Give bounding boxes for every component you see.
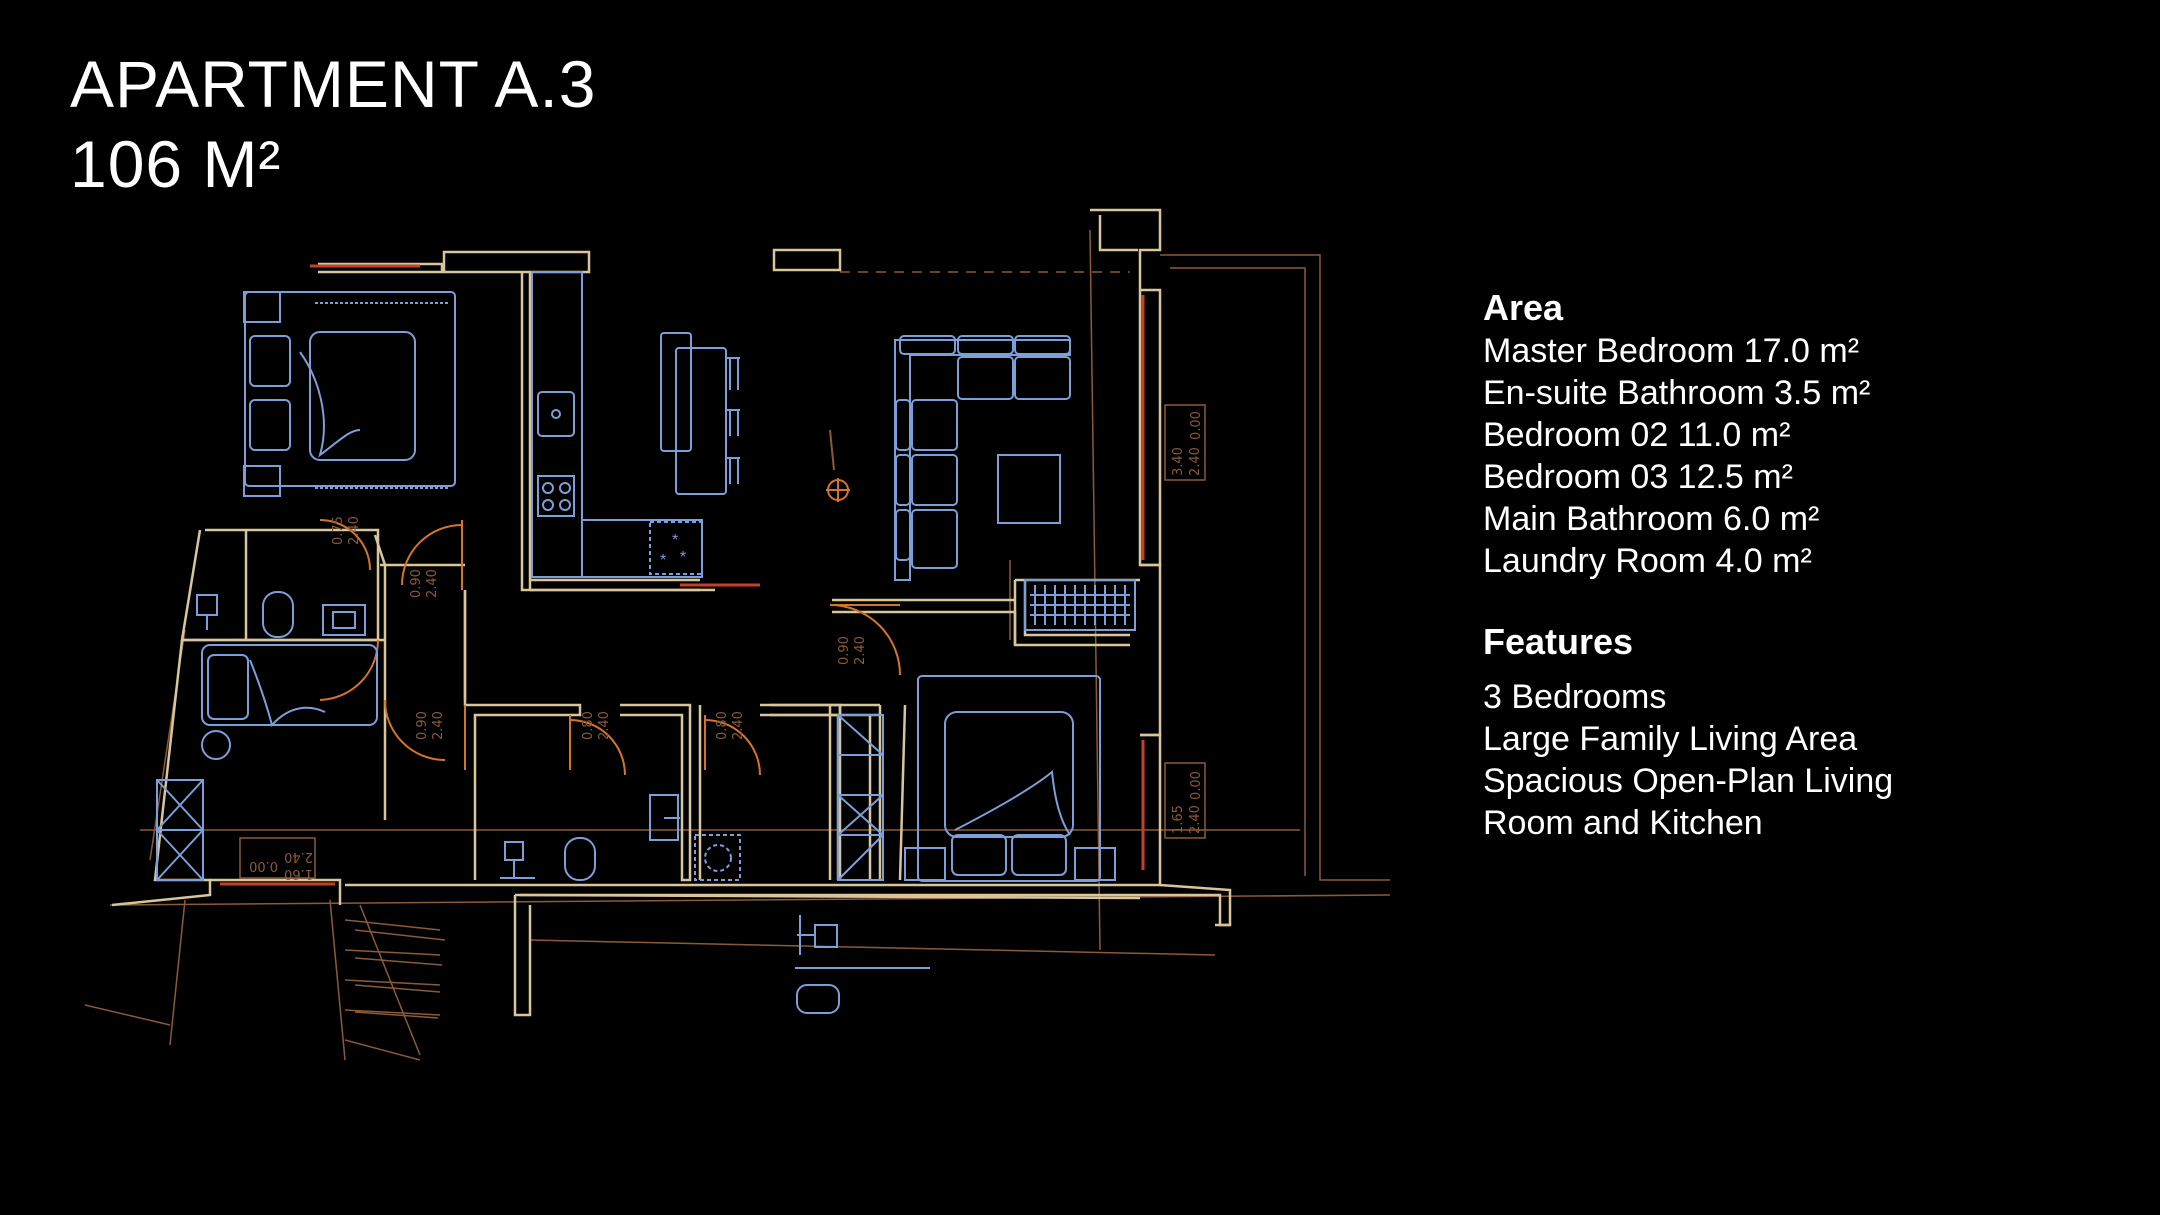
main-bathroom-fixtures xyxy=(500,794,741,881)
sofa xyxy=(894,335,1071,581)
exterior-wc xyxy=(795,915,930,1014)
area-item-laundry-room: Laundry Room 4.0 m² xyxy=(1483,542,1812,580)
door-b-height: 2.40 xyxy=(425,569,440,598)
info-panel: Area Master Bedroom 17.0 m² En-suite Bat… xyxy=(1483,286,2123,844)
door-b-width: 0.90 xyxy=(409,569,424,598)
window-2-width: 1.65 xyxy=(1171,805,1186,834)
area-heading: Area xyxy=(1483,287,1564,328)
apartment-size: 106 M² xyxy=(70,127,282,201)
furniture: * * * xyxy=(156,271,1136,1014)
feature-item-living-area: Large Family Living Area xyxy=(1483,720,1858,758)
window-1-height: 2.40 xyxy=(1188,447,1203,476)
apartment-title: APARTMENT A.3 xyxy=(70,47,597,121)
laundry-shelves xyxy=(156,779,204,881)
door-f-width: 0.80 xyxy=(715,711,730,740)
feature-item-kitchen: Room and Kitchen xyxy=(1483,804,1763,842)
kitchen-counter: * * * xyxy=(531,271,703,578)
features-heading: Features xyxy=(1483,621,1634,662)
balcony-steps xyxy=(354,904,446,1056)
window-3-width: 1.60 xyxy=(284,866,313,881)
window-3-height: 2.40 xyxy=(284,849,313,864)
hall-closet xyxy=(837,714,884,881)
door-a-height: 2.40 xyxy=(347,516,362,545)
area-item-bedroom-02: Bedroom 02 11.0 m² xyxy=(1483,416,1791,454)
doors xyxy=(319,519,901,776)
window-2-sill: 0.00 xyxy=(1189,771,1204,800)
features-list: 3 Bedrooms Large Family Living Area Spac… xyxy=(1483,676,2123,844)
compass-icon xyxy=(826,429,850,502)
area-item-main-bathroom: Main Bathroom 6.0 m² xyxy=(1483,500,1820,538)
area-item-bedroom-03: Bedroom 03 12.5 m² xyxy=(1483,458,1793,496)
bedroom-03-bed xyxy=(904,675,1116,882)
feature-item-open-plan: Spacious Open-Plan Living xyxy=(1483,762,1894,800)
svg-text:*: * xyxy=(660,552,666,569)
walls xyxy=(111,208,1232,1017)
page-title-block: APARTMENT A.3 106 M² xyxy=(70,44,597,204)
master-bed xyxy=(243,291,456,497)
window-1-width: 3.40 xyxy=(1171,447,1186,476)
windows xyxy=(220,264,1145,886)
door-f-height: 2.40 xyxy=(731,711,746,740)
bedroom-02-bed xyxy=(201,644,378,760)
ensuite-fixtures xyxy=(196,591,366,638)
door-c-height: 2.40 xyxy=(853,636,868,665)
door-d-width: 0.90 xyxy=(415,711,430,740)
door-tags: 0.75 2.40 0.90 2.40 0.90 2.40 0.90 2.40 … xyxy=(331,516,868,740)
door-e-width: 0.80 xyxy=(581,711,596,740)
radiator xyxy=(1024,579,1136,631)
svg-text:*: * xyxy=(680,549,686,566)
door-d-height: 2.40 xyxy=(431,711,446,740)
door-e-height: 2.40 xyxy=(597,711,612,740)
door-c-width: 0.90 xyxy=(837,636,852,665)
area-list: Master Bedroom 17.0 m² En-suite Bathroom… xyxy=(1483,330,2123,582)
window-tags xyxy=(239,404,1206,879)
window-3-sill: 0.00 xyxy=(249,858,278,873)
feature-item-bedrooms: 3 Bedrooms xyxy=(1483,678,1667,716)
window-2-height: 2.40 xyxy=(1188,805,1203,834)
svg-text:*: * xyxy=(672,532,678,549)
dining-bar xyxy=(660,332,740,495)
door-a-width: 0.75 xyxy=(331,516,346,545)
area-item-ensuite-bathroom: En-suite Bathroom 3.5 m² xyxy=(1483,374,1871,412)
window-1-sill: 0.00 xyxy=(1189,411,1204,440)
area-item-master-bedroom: Master Bedroom 17.0 m² xyxy=(1483,332,1860,370)
